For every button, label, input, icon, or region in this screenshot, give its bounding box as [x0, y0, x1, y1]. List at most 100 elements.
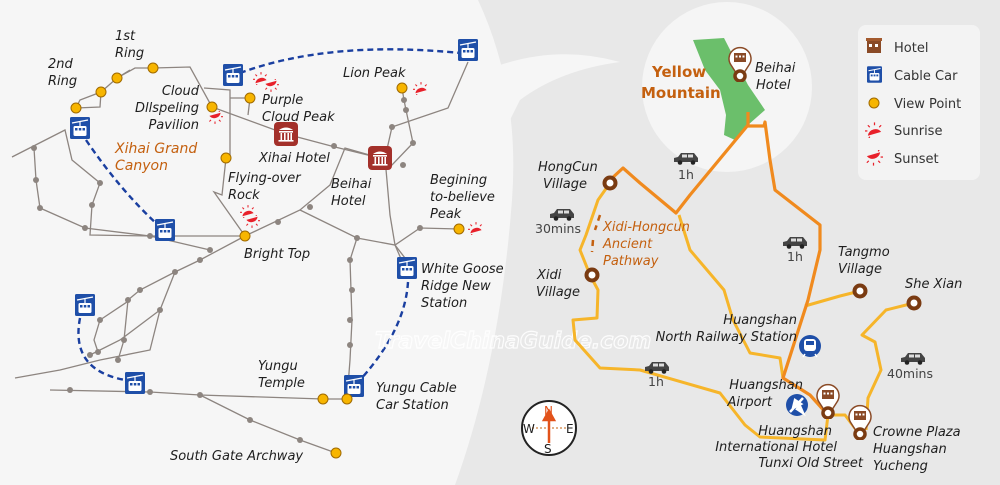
trail-junction: [137, 287, 143, 293]
legend-sunrise: Sunrise: [894, 124, 942, 139]
divider-swoosh: [500, 54, 620, 140]
cable-car-station-icon[interactable]: [125, 372, 145, 394]
trail-junction: [147, 389, 153, 395]
view-point-icon[interactable]: [239, 230, 251, 242]
cable-car-station-icon[interactable]: [70, 117, 90, 139]
label-south-gate-archway: South Gate Archway: [170, 449, 303, 464]
trail-junction: [115, 357, 121, 363]
trail-junction: [95, 349, 101, 355]
trail-junction: [31, 145, 37, 151]
view-point-icon[interactable]: [147, 62, 159, 74]
cable-car-station-icon[interactable]: [397, 257, 417, 279]
trail-junction: [297, 437, 303, 443]
compass-s: S: [544, 442, 552, 456]
legend-view-point: View Point: [894, 97, 961, 112]
view-point-icon: [868, 97, 880, 109]
trail-junction: [307, 204, 313, 210]
cable-car-station-icon[interactable]: [223, 64, 243, 86]
view-point-icon[interactable]: [330, 447, 342, 459]
roads: [571, 112, 915, 442]
cable-line-yungu: [359, 281, 410, 381]
view-point-icon[interactable]: [206, 101, 218, 113]
view-point-icon[interactable]: [220, 152, 232, 164]
compass-n: N: [544, 404, 553, 418]
beihai-hotel-icon[interactable]: [368, 146, 392, 170]
trail-junction: [67, 387, 73, 393]
trail-junction: [197, 392, 203, 398]
label-she-xian: She Xian: [905, 277, 962, 292]
trail-junction: [400, 162, 406, 168]
watermark: TravelChinaGuide.com: [375, 329, 651, 354]
trail-junction: [121, 337, 127, 343]
trail-junction: [33, 177, 39, 183]
duration-shexian: 40mins: [887, 366, 933, 381]
cable-line-canyon: [85, 139, 159, 226]
view-point-icon[interactable]: [396, 82, 408, 94]
xihai-hotel-icon[interactable]: [274, 122, 298, 146]
legend: Hotel Cable Car View Point Sunrise Sunse…: [858, 25, 980, 180]
left-panel-bg: [0, 0, 514, 485]
trail-junction: [349, 287, 355, 293]
trail-junction: [347, 317, 353, 323]
view-point-icon[interactable]: [70, 102, 82, 114]
cable-car-station-icon[interactable]: [155, 219, 175, 241]
hongcun-node[interactable]: [602, 175, 618, 191]
view-point-icon[interactable]: [244, 92, 256, 104]
trail-junction: [354, 235, 360, 241]
duration-xidi: 1h: [648, 374, 664, 389]
cable-car-station-icon[interactable]: [75, 294, 95, 316]
trail-junction: [410, 140, 416, 146]
view-point-icon[interactable]: [317, 393, 329, 405]
trail-junction: [347, 342, 353, 348]
shexian-node[interactable]: [906, 295, 922, 311]
trail-junction: [37, 205, 43, 211]
compass: N S W E: [521, 400, 577, 456]
label-xihai-hotel: Xihai Hotel: [258, 151, 330, 166]
train-icon: [799, 335, 821, 358]
view-point-icon[interactable]: [95, 86, 107, 98]
legend-hotel: Hotel: [894, 41, 928, 56]
tangmo-node[interactable]: [852, 283, 868, 299]
trail-junction: [82, 225, 88, 231]
airplane-icon: [786, 394, 808, 417]
view-point-icon[interactable]: [341, 393, 353, 405]
trail-junction: [172, 269, 178, 275]
legend-cable-car: Cable Car: [894, 69, 958, 84]
trail-junction: [389, 124, 395, 130]
trail-junction: [403, 107, 409, 113]
cable-line-southwest: [77, 317, 126, 382]
trail-junction: [247, 417, 253, 423]
label-lion-peak: Lion Peak: [343, 66, 406, 81]
view-point-icon[interactable]: [453, 223, 465, 235]
trail-junction: [417, 225, 423, 231]
trail-junction: [275, 219, 281, 225]
trail-junction: [125, 297, 131, 303]
duration-hongcun: 30mins: [535, 221, 581, 236]
trail-junction: [157, 307, 163, 313]
view-point-icon[interactable]: [111, 72, 123, 84]
trail-junction: [347, 257, 353, 263]
trail-junction: [89, 202, 95, 208]
trail-junction: [197, 257, 203, 263]
cable-car-station-icon[interactable]: [458, 39, 478, 61]
xidi-node[interactable]: [584, 267, 600, 283]
compass-w: W: [523, 422, 535, 436]
